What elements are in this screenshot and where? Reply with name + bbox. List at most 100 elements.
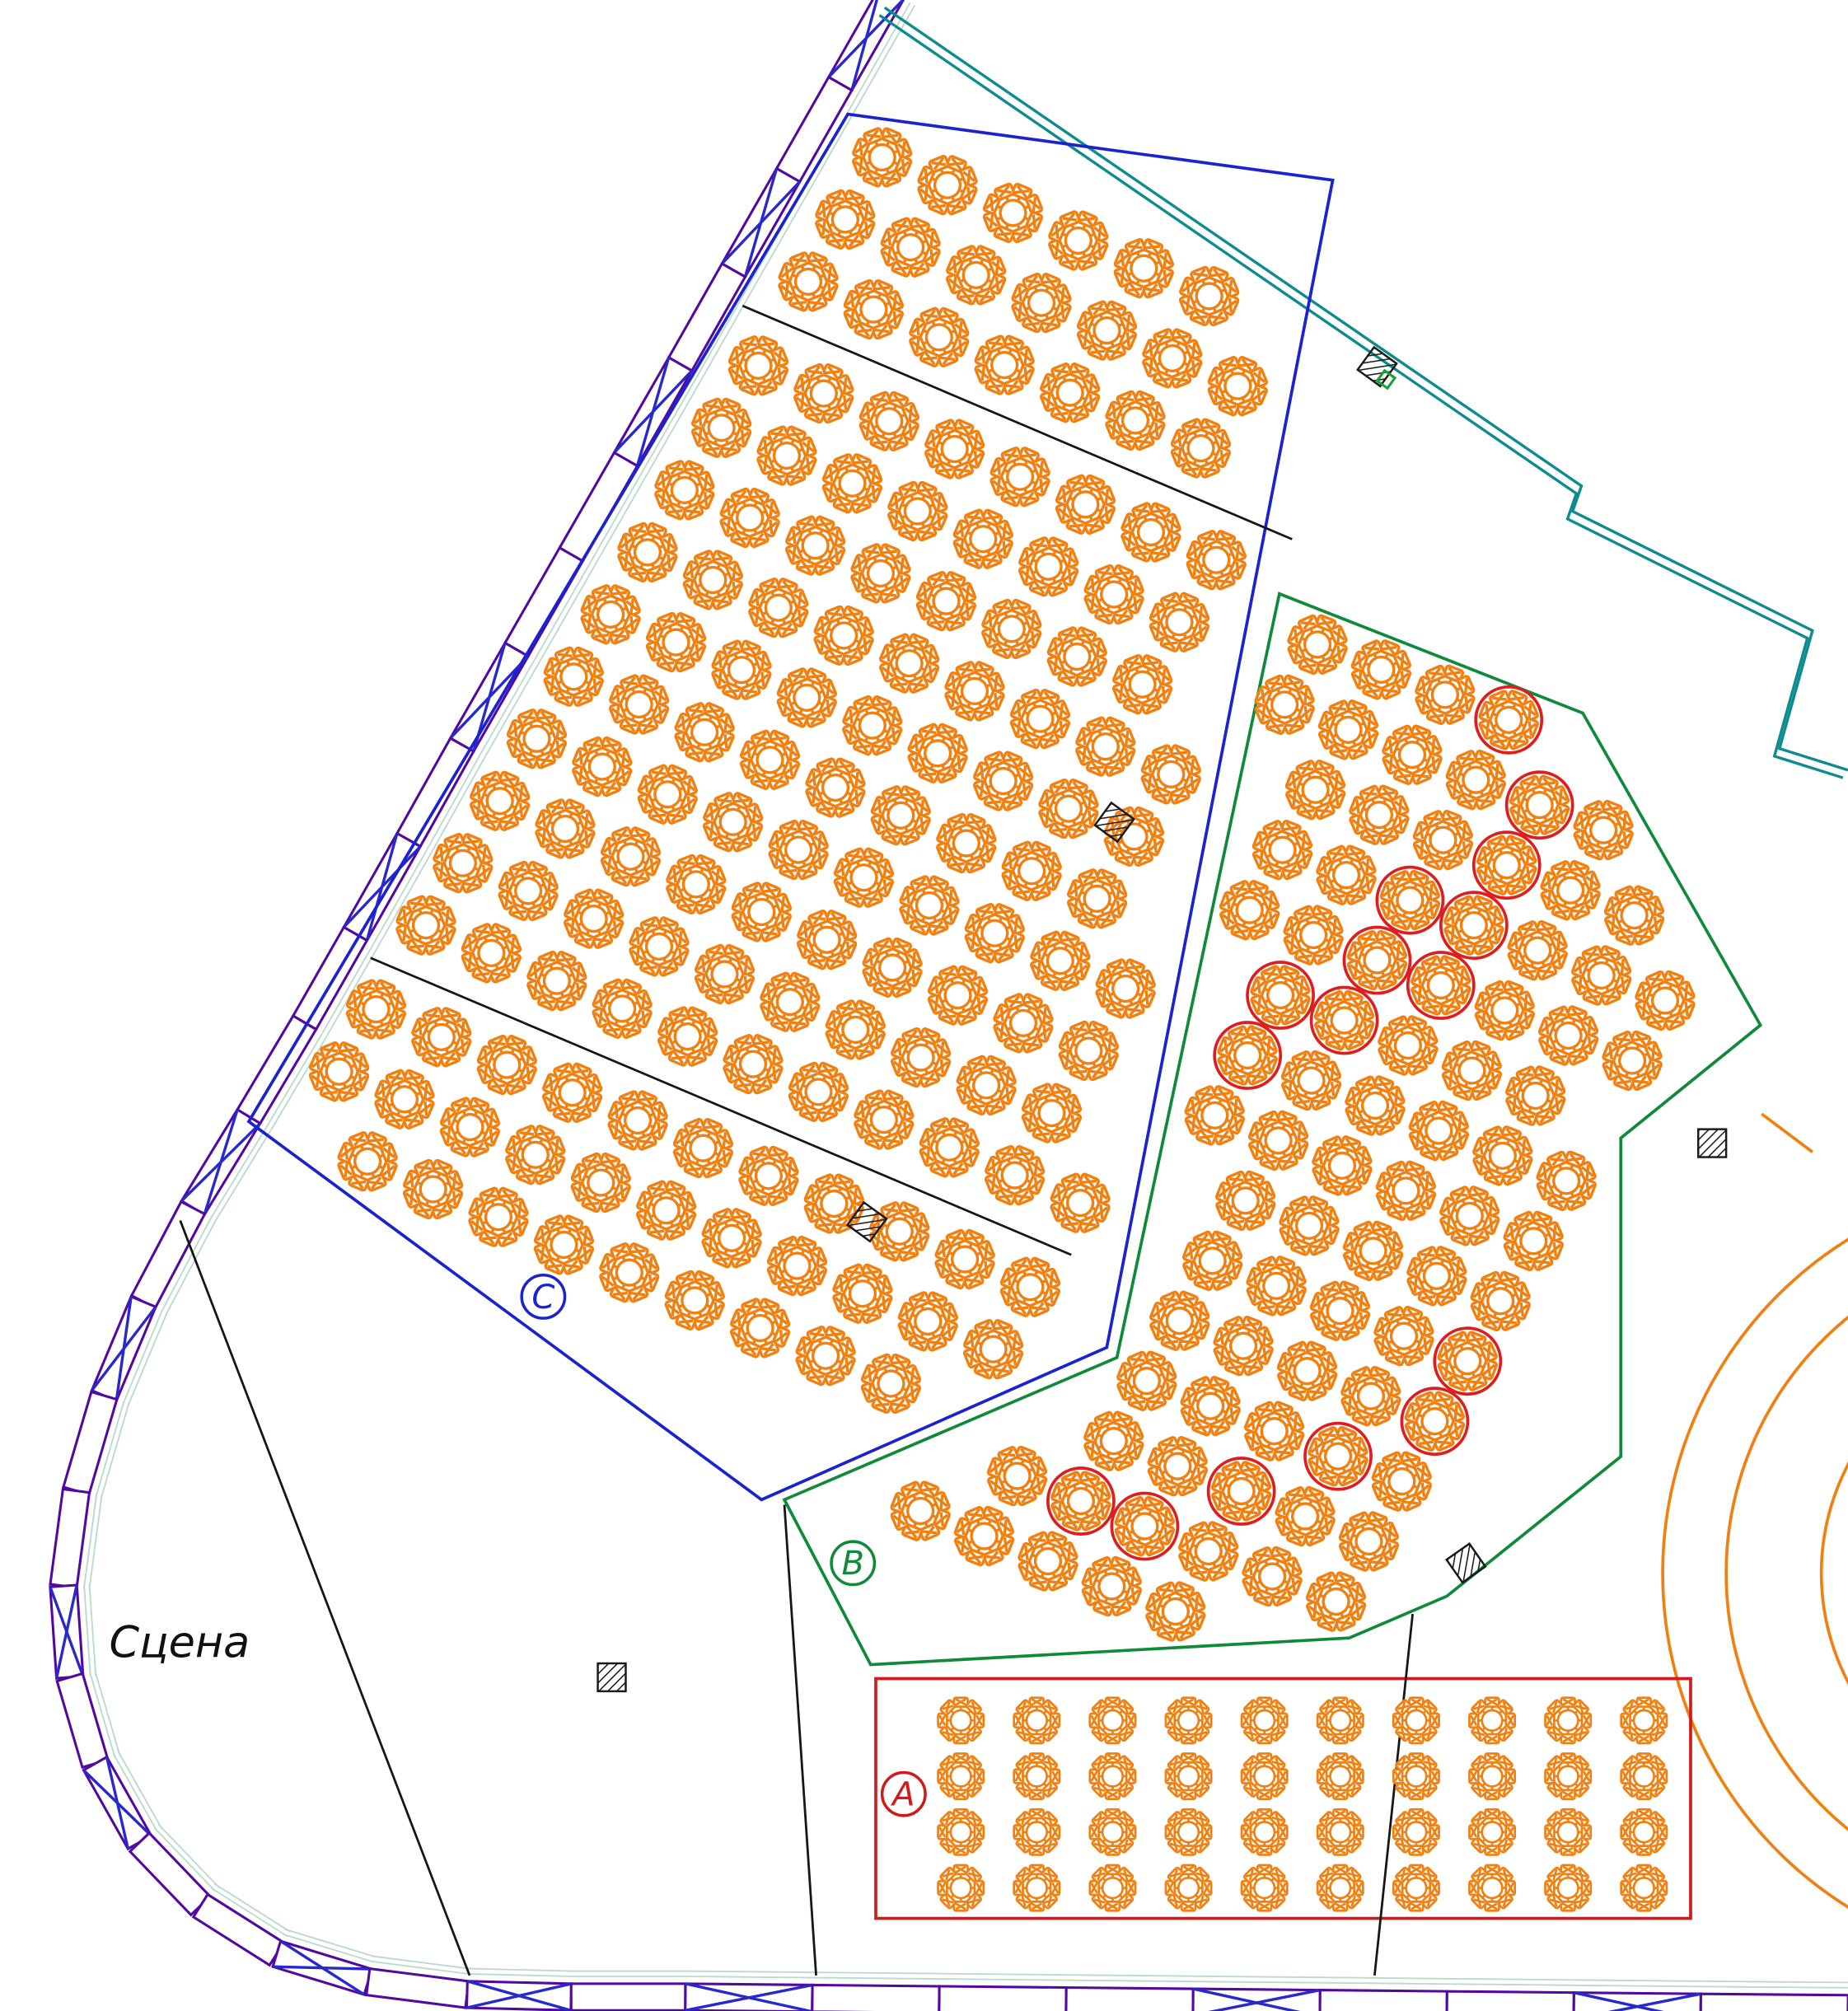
tables-layer [302, 120, 1701, 1910]
banquet-table [929, 806, 1004, 880]
banquet-table [1014, 1865, 1060, 1910]
banquet-table [639, 605, 713, 679]
banquet-table [1166, 1753, 1211, 1798]
banquet-table [1032, 355, 1106, 429]
banquet-table [650, 999, 724, 1073]
banquet-table [938, 238, 1013, 312]
banquet-table [1529, 1144, 1603, 1218]
banquet-table [695, 785, 770, 859]
wall-guide-line [166, 1219, 217, 1315]
banquet-table [1301, 1419, 1375, 1493]
wall-guide-line [1066, 1974, 1194, 1977]
wall-guide-line [161, 1217, 213, 1312]
banquet-table [1334, 1359, 1408, 1433]
wall-guide-line [484, 662, 540, 759]
banquet-table [818, 993, 892, 1067]
banquet-table [630, 757, 704, 831]
wall-guide-line [685, 1976, 813, 1979]
banquet-table [938, 654, 1012, 728]
banquet-table [1367, 1299, 1441, 1373]
banquet-table [592, 1235, 667, 1309]
wall-guide-line [1066, 1979, 1194, 1983]
banquet-table [1105, 647, 1179, 721]
teal-wall-line [878, 14, 1844, 779]
banquet-table [1437, 888, 1511, 961]
banquet-table [498, 1118, 573, 1192]
vip-table-ring [1342, 925, 1412, 995]
wall-guide-line [82, 1493, 98, 1589]
stage-arc [1661, 1237, 1848, 1909]
zone-outlines [246, 112, 1763, 1920]
wall-guide-line [1574, 1979, 1701, 1982]
aisle-line [1373, 1613, 1414, 1976]
arc-segment [1761, 1112, 1813, 1153]
banquet-table [975, 175, 1050, 250]
pillar [597, 1662, 627, 1693]
banquet-table [1011, 1524, 1085, 1597]
banquet-table [1317, 1698, 1363, 1743]
banquet-table [1032, 771, 1106, 845]
wall-guide-line [88, 1583, 97, 1676]
banquet-table [1546, 1865, 1591, 1910]
banquet-table [808, 182, 882, 256]
banquet-table [395, 1152, 470, 1226]
banquet-table [760, 1228, 834, 1302]
wall-guide-line [372, 849, 428, 945]
banquet-table [1090, 1753, 1135, 1798]
banquet-table [788, 1318, 863, 1392]
wall-x-brace [466, 1980, 572, 2011]
banquet-table [1503, 768, 1577, 841]
banquet-table [844, 536, 918, 610]
banquet-table [564, 1145, 638, 1219]
banquet-table [1439, 743, 1513, 816]
banquet-table [657, 1263, 732, 1337]
wall-guide-line [282, 1933, 375, 1963]
banquet-table [967, 328, 1041, 402]
banquet-table [1044, 1464, 1118, 1537]
wall-guide-line [939, 1972, 1067, 1976]
wall-segment [364, 1967, 470, 2009]
banquet-table [1210, 1018, 1284, 1092]
banquet-table [835, 688, 910, 762]
wall-guide-line [157, 1823, 220, 1888]
banquet-table [771, 245, 845, 319]
wall-segment [395, 737, 475, 849]
banquet-table [938, 1809, 984, 1854]
banquet-table [1469, 1753, 1514, 1798]
wall-segment [1699, 1992, 1848, 2011]
banquet-table [454, 916, 528, 990]
aisle-line [783, 1504, 817, 1976]
banquet-table [1393, 1698, 1439, 1743]
teal-wall-line [883, 6, 1848, 772]
zone-a-label-circle [880, 1770, 927, 1817]
banquet-table [1468, 974, 1542, 1047]
banquet-table [1141, 1429, 1215, 1503]
vip-table-ring [1375, 865, 1445, 935]
banquet-table [1242, 1865, 1287, 1910]
wall-guide-line [377, 852, 433, 947]
banquet-table [1014, 1076, 1088, 1150]
banquet-table [1060, 862, 1134, 936]
banquet-table [1393, 1753, 1439, 1798]
vip-table-ring [1439, 891, 1509, 961]
wall-guide-line [755, 187, 812, 284]
wall-x-brace [91, 1306, 157, 1391]
banquet-table [367, 1062, 442, 1136]
wall-guide-line [702, 283, 757, 378]
banquet-table [1469, 1865, 1514, 1910]
banquet-table [883, 1474, 957, 1547]
wall-guide-line [209, 1126, 268, 1219]
wall-guide-line [1701, 1985, 1848, 1989]
banquet-table [716, 1027, 790, 1101]
wall-segment [569, 1982, 687, 2011]
pillar [1444, 1542, 1487, 1584]
banquet-table [687, 937, 761, 1011]
wall-guide-line [592, 471, 649, 568]
vip-table-ring [1474, 685, 1544, 755]
banquet-table [1243, 958, 1317, 1031]
aisle-line [742, 304, 1293, 540]
banquet-table [1299, 1564, 1373, 1638]
banquet-table [1565, 938, 1639, 1012]
banquet-table [855, 930, 929, 1004]
wall-guide-line [643, 374, 699, 470]
